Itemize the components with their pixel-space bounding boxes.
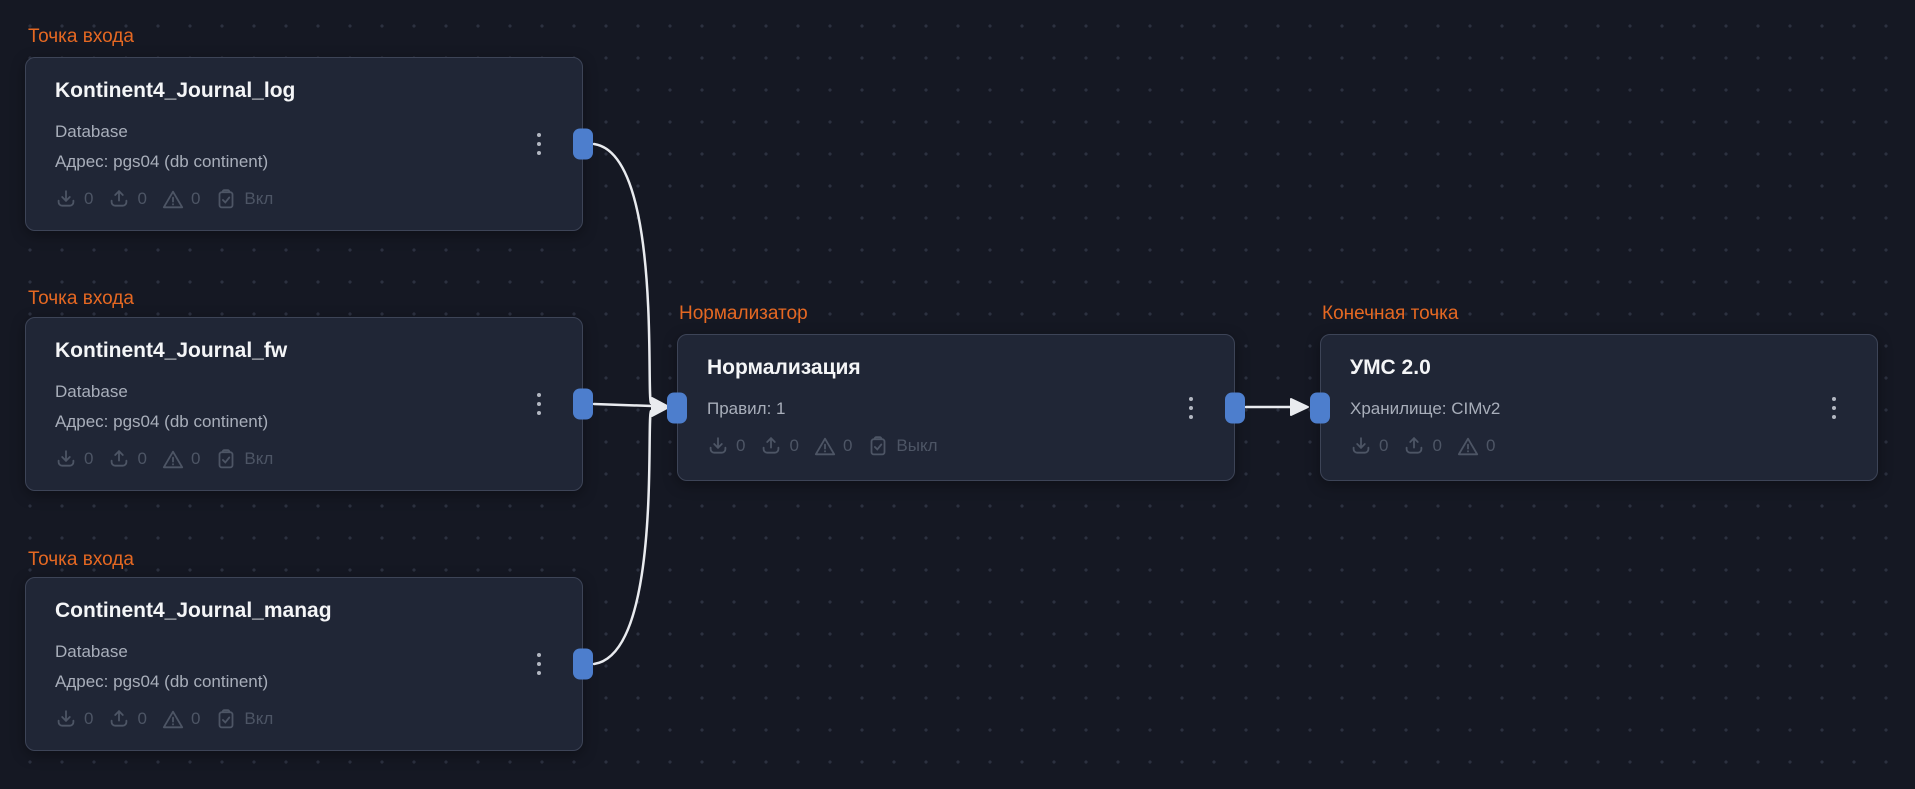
group-label-entry-1: Точка входа (28, 26, 134, 47)
node-stats: 0 0 0 Выкл (707, 435, 1205, 457)
clipboard-check-icon (215, 448, 237, 470)
warning-triangle-icon (814, 435, 836, 457)
warning-triangle-icon (162, 188, 184, 210)
node-stats: 0 0 0 Вкл (55, 448, 553, 470)
node-title: Kontinent4_Journal_log (55, 79, 296, 102)
download-icon (55, 188, 77, 210)
kebab-menu-icon[interactable] (533, 389, 545, 419)
edge-entry2-normalizer[interactable] (592, 402, 654, 408)
edge-arrowhead-icon (651, 397, 670, 417)
node-address: Адрес: pgs04 (db continent) (55, 152, 269, 171)
sent-count: 0 (137, 449, 147, 468)
state-label: Вкл (244, 189, 274, 208)
errors-count: 0 (190, 189, 201, 208)
upload-icon (1403, 435, 1425, 457)
input-port[interactable] (1310, 392, 1330, 423)
errors-count: 0 (1485, 436, 1496, 455)
upload-icon (108, 188, 130, 210)
received-count: 0 (736, 436, 746, 455)
node-entry-point-2[interactable]: Kontinent4_Journal_fw Database Адрес: pg… (25, 317, 593, 491)
download-icon (1350, 435, 1372, 457)
kebab-menu-icon[interactable] (1185, 393, 1197, 423)
node-title: УМС 2.0 (1350, 356, 1431, 379)
edge-arrowhead-icon (1290, 398, 1309, 416)
node-storage: Хранилище: CIMv2 (1350, 399, 1501, 418)
edge-entry1-normalizer[interactable] (592, 142, 653, 405)
received-count: 0 (84, 449, 94, 468)
warning-triangle-icon (162, 448, 184, 470)
node-address: Адрес: pgs04 (db continent) (55, 412, 269, 431)
download-icon (55, 708, 77, 730)
output-port[interactable] (573, 388, 593, 420)
warning-triangle-icon (162, 708, 184, 730)
group-label-entry-2: Точка входа (28, 288, 134, 309)
warning-triangle-icon (1457, 435, 1479, 457)
edge-entry3-normalizer[interactable] (592, 409, 653, 666)
upload-icon (760, 435, 782, 457)
download-icon (707, 435, 729, 457)
group-label-endpoint: Конечная точка (1322, 303, 1459, 324)
node-rules: Правил: 1 (707, 399, 786, 418)
node-title: Continent4_Journal_manag (55, 599, 332, 622)
group-label-entry-3: Точка входа (28, 549, 134, 570)
errors-count: 0 (842, 436, 853, 455)
sent-count: 0 (789, 436, 799, 455)
node-normalizer[interactable]: Нормализация Правил: 1 0 0 0 Выкл (667, 334, 1245, 481)
received-count: 0 (84, 709, 94, 728)
output-port[interactable] (573, 128, 593, 160)
output-port[interactable] (1225, 392, 1245, 423)
node-stats: 0 0 0 Вкл (55, 708, 553, 730)
received-count: 0 (84, 189, 94, 208)
node-title: Нормализация (707, 356, 861, 379)
node-type: Database (55, 642, 128, 661)
input-port[interactable] (667, 392, 687, 423)
clipboard-check-icon (215, 708, 237, 730)
errors-count: 0 (190, 709, 201, 728)
errors-count: 0 (190, 449, 201, 468)
clipboard-check-icon (215, 188, 237, 210)
node-stats: 0 0 0 Вкл (55, 188, 553, 210)
kebab-menu-icon[interactable] (533, 129, 545, 159)
node-endpoint[interactable]: УМС 2.0 Хранилище: CIMv2 0 0 0 (1310, 334, 1878, 481)
node-type: Database (55, 122, 128, 141)
sent-count: 0 (137, 709, 147, 728)
state-label: Выкл (896, 436, 938, 455)
node-entry-point-3[interactable]: Continent4_Journal_manag Database Адрес:… (25, 577, 593, 751)
upload-icon (108, 448, 130, 470)
output-port[interactable] (573, 648, 593, 680)
group-label-normalizer: Нормализатор (679, 303, 808, 324)
received-count: 0 (1379, 436, 1389, 455)
kebab-menu-icon[interactable] (533, 649, 545, 679)
node-stats: 0 0 0 (1350, 435, 1848, 457)
node-address: Адрес: pgs04 (db continent) (55, 672, 269, 691)
state-label: Вкл (244, 709, 274, 728)
node-entry-point-1[interactable]: Kontinent4_Journal_log Database Адрес: p… (25, 57, 593, 231)
state-label: Вкл (244, 449, 274, 468)
sent-count: 0 (137, 189, 147, 208)
sent-count: 0 (1432, 436, 1442, 455)
download-icon (55, 448, 77, 470)
clipboard-check-icon (867, 435, 889, 457)
upload-icon (108, 708, 130, 730)
node-title: Kontinent4_Journal_fw (55, 339, 288, 362)
kebab-menu-icon[interactable] (1828, 393, 1840, 423)
node-type: Database (55, 382, 128, 401)
